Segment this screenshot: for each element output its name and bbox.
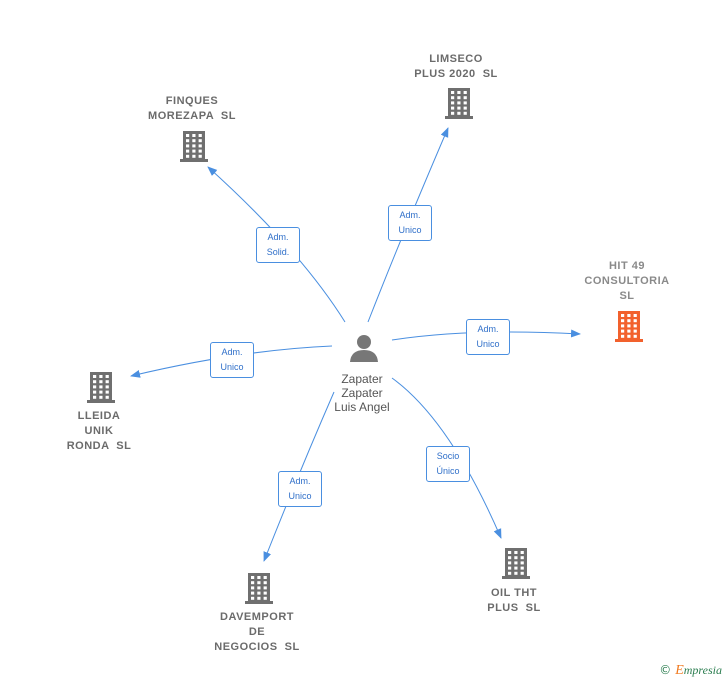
role-badge-lleida: Adm. Unico: [210, 342, 254, 378]
building-icon: [502, 548, 530, 579]
building-icon: [180, 131, 208, 162]
company-name-limseco[interactable]: LIMSECO PLUS 2020 SL: [414, 53, 498, 80]
person-name[interactable]: Zapater Zapater Luis Angel: [334, 372, 390, 414]
building-icon: [245, 573, 273, 604]
copyright-icon: ©: [659, 663, 672, 677]
company-name-davemport[interactable]: DAVEMPORT DE NEGOCIOS SL: [214, 611, 300, 653]
building-icon: [615, 311, 643, 342]
role-badge-davemport: Adm. Unico: [278, 471, 322, 507]
company-name-finques[interactable]: FINQUES MOREZAPA SL: [148, 95, 236, 122]
role-badge-hit49: Adm. Unico: [466, 319, 510, 355]
person-icon: [350, 335, 378, 362]
company-name-hit49[interactable]: HIT 49 CONSULTORIA SL: [584, 260, 670, 302]
building-icon: [87, 372, 115, 403]
brand-name: mpresia: [683, 663, 722, 677]
role-badge-limseco: Adm. Unico: [388, 205, 432, 241]
empresia-credit: ©Empresia: [659, 663, 722, 679]
brand-initial: E: [675, 663, 684, 678]
company-name-oil[interactable]: OIL THT PLUS SL: [487, 587, 541, 614]
role-badge-finques: Adm. Solid.: [256, 227, 300, 263]
company-name-lleida[interactable]: LLEIDA UNIK RONDA SL: [66, 410, 132, 452]
building-icon: [445, 88, 473, 119]
edge-oil: [391, 377, 502, 539]
role-badge-oil: Socio Único: [426, 446, 470, 482]
